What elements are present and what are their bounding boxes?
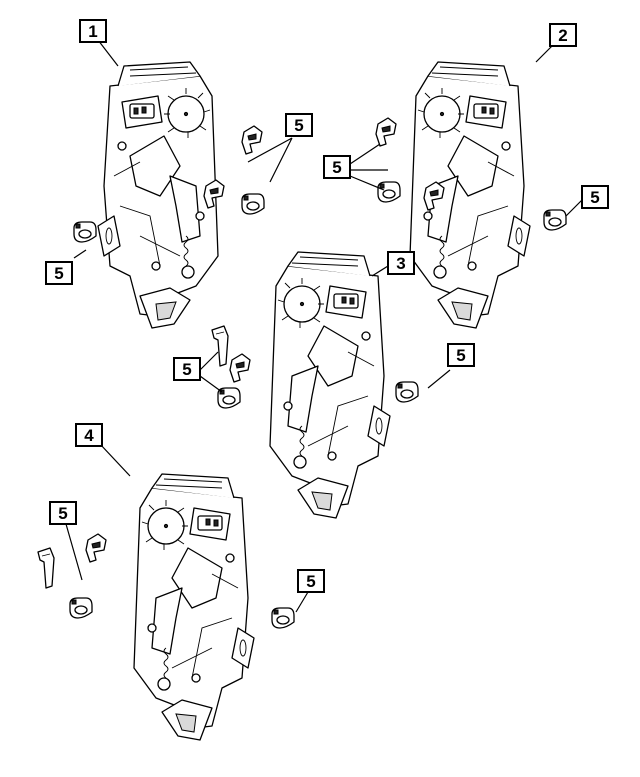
callout-5d: 5 [581,185,609,209]
callout-5g-label: 5 [58,504,67,523]
clip-4b [37,547,55,589]
clip-4d [271,607,295,629]
clip-2c [543,209,567,231]
callout-1-label: 1 [88,22,97,41]
callout-5a: 5 [285,113,313,137]
callout-5e: 5 [173,357,201,381]
callout-5e-label: 5 [182,360,191,379]
clip-3c [395,381,419,403]
clip-3d [229,353,251,383]
callout-5b: 5 [45,261,73,285]
callout-5h-label: 5 [306,572,315,591]
clip-1b [241,193,265,215]
callout-5c-label: 5 [332,158,341,177]
callout-2: 2 [549,23,577,47]
callout-3-label: 3 [396,254,405,273]
callout-5d-label: 5 [590,188,599,207]
clip-1c [73,221,97,243]
callout-5a-label: 5 [294,116,303,135]
latch-assembly-1 [97,61,219,329]
callout-4: 4 [75,423,103,447]
clip-4c [69,597,93,619]
callout-5f: 5 [447,343,475,367]
callout-5h: 5 [297,569,325,593]
clip-2a [375,117,397,147]
callout-2-label: 2 [558,26,567,45]
callout-5g: 5 [49,501,77,525]
latch-assembly-3 [269,251,391,519]
latch-assembly-4 [133,473,255,741]
clip-4a [85,533,107,563]
clip-1a [241,125,263,155]
callout-1: 1 [79,19,107,43]
callout-3: 3 [387,251,415,275]
callout-4-label: 4 [84,426,94,445]
callout-5b-label: 5 [54,264,63,283]
callout-5c: 5 [323,155,351,179]
callout-5f-label: 5 [456,346,465,365]
leader-lines [65,39,583,613]
clip-2b [377,181,401,203]
clip-3a [211,325,229,367]
